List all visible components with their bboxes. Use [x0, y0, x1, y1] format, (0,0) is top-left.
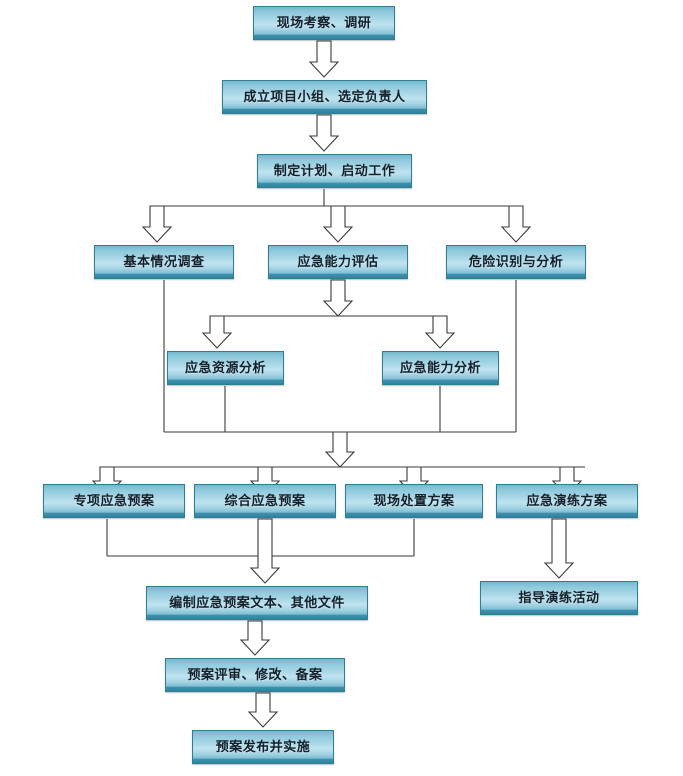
- edge-n3-n6: [500, 205, 532, 243]
- node-label: 应急资源分析: [184, 360, 266, 376]
- node-label: 应急能力分析: [399, 360, 481, 376]
- node-special-emergency-plan[interactable]: 专项应急预案: [43, 484, 185, 518]
- node-label: 基本情况调查: [123, 254, 205, 270]
- edge-n1-n2: [308, 40, 340, 78]
- node-label: 指导演练活动: [518, 590, 600, 606]
- edge-n3-n5: [322, 205, 354, 243]
- node-label: 专项应急预案: [73, 493, 155, 509]
- node-site-survey[interactable]: 现场考察、调研: [253, 6, 395, 40]
- node-guide-drill-activities[interactable]: 指导演练活动: [480, 581, 638, 615]
- node-compile-plan-documents[interactable]: 编制应急预案文本、其他文件: [146, 586, 368, 620]
- node-label: 应急演练方案: [526, 493, 608, 509]
- node-emergency-capability-assessment[interactable]: 应急能力评估: [268, 245, 408, 279]
- edge-n3-n4: [141, 205, 173, 243]
- node-label: 编制应急预案文本、其他文件: [169, 595, 345, 611]
- node-label: 现场处置方案: [373, 493, 455, 509]
- node-label: 预案发布并实施: [215, 739, 311, 755]
- edge-n12-n14: [543, 518, 575, 579]
- node-make-plan-start-work[interactable]: 制定计划、启动工作: [257, 154, 412, 188]
- node-label: 现场考察、调研: [276, 15, 372, 31]
- edge-n15-n16: [247, 692, 279, 728]
- node-comprehensive-emergency-plan[interactable]: 综合应急预案: [194, 484, 336, 518]
- node-onsite-disposal-plan[interactable]: 现场处置方案: [345, 484, 483, 518]
- node-hazard-identification-analysis[interactable]: 危险识别与分析: [446, 245, 586, 279]
- node-basic-situation-survey[interactable]: 基本情况调查: [94, 245, 234, 279]
- node-emergency-resource-analysis[interactable]: 应急资源分析: [167, 351, 284, 385]
- edge-n5-n8: [424, 315, 456, 349]
- node-label: 成立项目小组、选定负责人: [243, 89, 406, 105]
- edge-n13-n15: [239, 620, 271, 656]
- edge-n2-n3: [308, 114, 340, 152]
- node-review-revise-file-plan[interactable]: 预案评审、修改、备案: [165, 658, 345, 692]
- node-label: 预案评审、修改、备案: [187, 667, 323, 683]
- node-emergency-capability-analysis[interactable]: 应急能力分析: [382, 351, 499, 385]
- edge-n5-down: [322, 279, 354, 317]
- node-form-project-team[interactable]: 成立项目小组、选定负责人: [222, 80, 427, 114]
- node-emergency-drill-plan[interactable]: 应急演练方案: [496, 484, 638, 518]
- edge-n5-n7: [201, 315, 233, 349]
- edge-n10-n13: [249, 518, 281, 584]
- node-label: 综合应急预案: [224, 493, 306, 509]
- edge-merge1-down: [324, 431, 356, 468]
- node-label: 制定计划、启动工作: [273, 163, 396, 179]
- node-label: 应急能力评估: [297, 254, 379, 270]
- edge-split-bar-1: [150, 189, 516, 207]
- node-publish-implement-plan[interactable]: 预案发布并实施: [192, 730, 334, 764]
- node-label: 危险识别与分析: [468, 254, 564, 270]
